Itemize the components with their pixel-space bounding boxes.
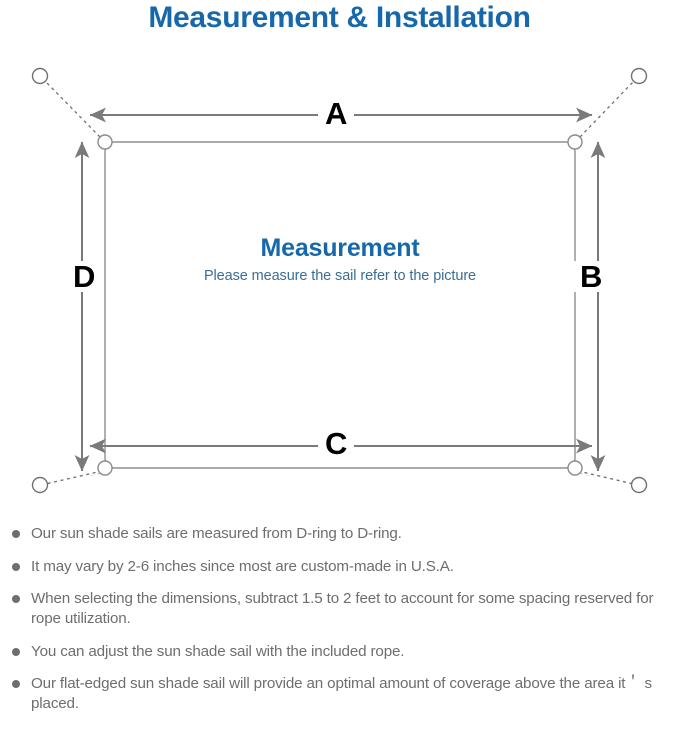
dimension-label-d: D: [66, 261, 103, 292]
list-item-text: Our flat-edged sun shade sail will provi…: [31, 675, 652, 713]
d-ring-top-left: [97, 134, 113, 150]
bullet-icon: [12, 680, 20, 689]
anchor-bottom-right: [630, 476, 648, 494]
bullet-icon: [12, 647, 20, 656]
measurement-diagram: A C B D Measurement Please measure the s…: [0, 50, 679, 515]
rope-top-right: [579, 81, 634, 138]
bullet-icon: [12, 530, 20, 538]
dimension-label-b: B: [573, 261, 610, 292]
diagram-center-heading: Measurement: [260, 234, 420, 262]
bullet-icon: [12, 562, 20, 571]
notes-list: Our sun shade sails are measured from D-…: [0, 524, 679, 727]
list-item: It may vary by 2-6 inches since most are…: [0, 557, 679, 577]
d-ring-bottom-right: [567, 460, 583, 476]
rope-top-left: [45, 81, 101, 138]
list-item: Our flat-edged sun shade sail will provi…: [0, 674, 679, 714]
rope-bottom-left-b: [45, 469, 103, 488]
page-title: Measurement & Installation: [148, 1, 531, 34]
list-item: Our sun shade sails are measured from D-…: [0, 524, 679, 544]
d-ring-bottom-left: [97, 460, 113, 476]
bullet-icon: [12, 595, 20, 604]
sail-outline: [104, 141, 576, 469]
dimension-label-a: A: [318, 98, 355, 129]
list-item-text: Our sun shade sails are measured from D-…: [31, 525, 402, 542]
list-item-text: When selecting the dimensions, subtract …: [31, 590, 654, 628]
anchor-top-left: [31, 67, 49, 85]
list-item: You can adjust the sun shade sail with t…: [0, 642, 679, 662]
diagram-center-subtext: Please measure the sail refer to the pic…: [203, 267, 477, 284]
diagram-svg: [31, 67, 648, 494]
d-ring-top-right: [567, 134, 583, 150]
anchor-bottom-left: [31, 476, 49, 494]
anchor-top-right: [630, 67, 648, 85]
list-item-text: It may vary by 2-6 inches since most are…: [31, 557, 454, 575]
dimension-label-c: C: [318, 428, 355, 459]
list-item: When selecting the dimensions, subtract …: [0, 589, 679, 629]
diagram-center-caption: Measurement Please measure the sail refe…: [110, 234, 570, 284]
list-item-text: You can adjust the sun shade sail with t…: [31, 642, 405, 660]
